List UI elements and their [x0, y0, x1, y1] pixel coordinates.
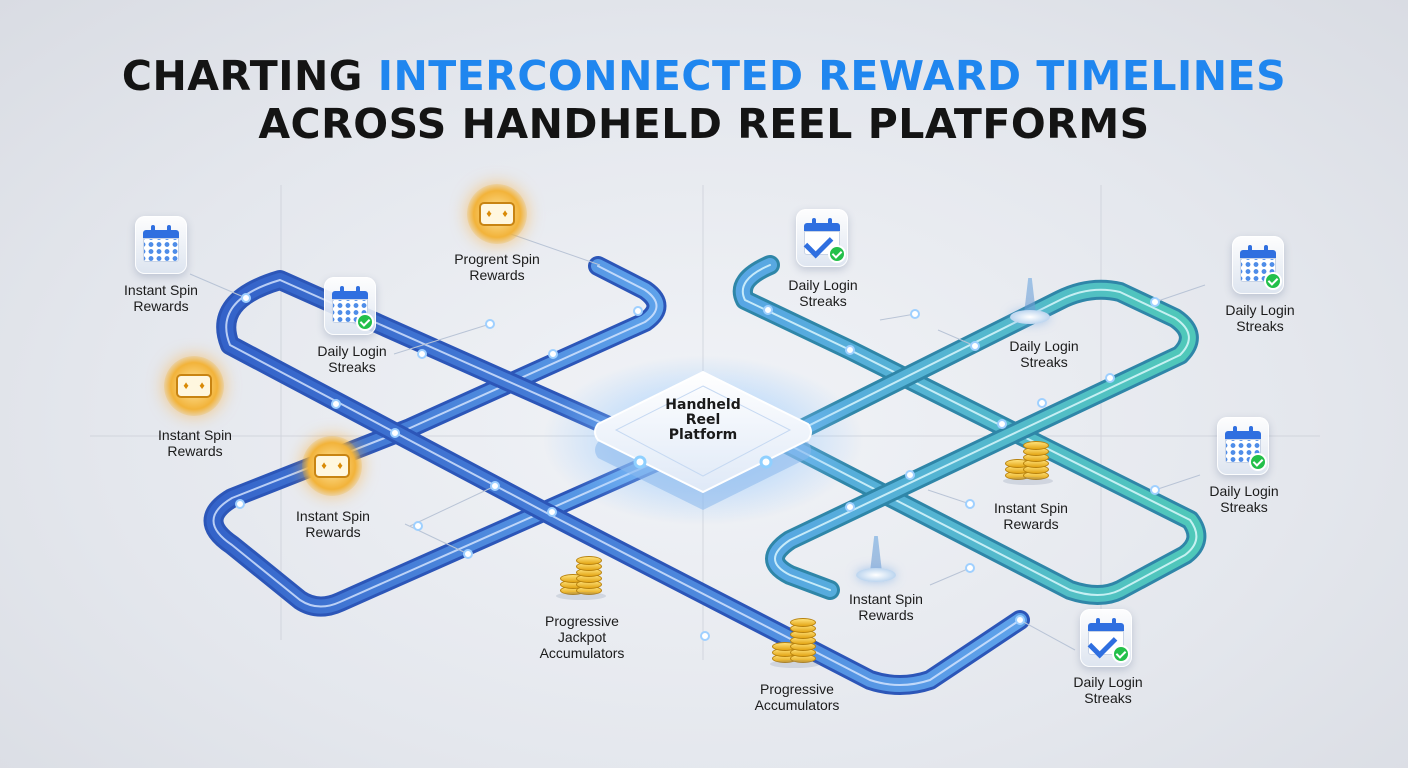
calendar-check-icon	[1232, 236, 1284, 294]
track-dot	[1105, 373, 1115, 383]
calendar-check-icon	[796, 209, 848, 267]
slot-reel-icon: ♦♦	[164, 356, 224, 416]
left-track-group	[203, 256, 1030, 695]
hub-label-line: Handheld	[665, 397, 741, 413]
track-dot	[548, 349, 558, 359]
track-dot	[700, 631, 710, 641]
title-part-1: CHARTING	[121, 52, 378, 100]
track-dot	[390, 428, 400, 438]
track-dot	[1150, 485, 1160, 495]
calendar-check-icon	[324, 277, 376, 335]
track-dot	[413, 521, 423, 531]
track-dot	[241, 293, 251, 303]
track-dot	[331, 399, 341, 409]
calendar-check-icon	[1217, 417, 1269, 475]
track-dot	[965, 499, 975, 509]
track-dot	[1037, 398, 1047, 408]
track-dot	[845, 502, 855, 512]
track-dot	[485, 319, 495, 329]
title-line-1: CHARTING INTERCONNECTED REWARD TIMELINES	[0, 56, 1408, 97]
title-line-2: ACROSS HANDHELD REEL PLATFORMS	[258, 100, 1150, 148]
track-dot	[970, 341, 980, 351]
beacon-icon	[1010, 272, 1050, 328]
hub-label-line: Platform	[668, 427, 738, 443]
hub-label: Handheld Reel Platform	[628, 398, 778, 443]
track-dot	[417, 349, 427, 359]
track-dot	[463, 549, 473, 559]
track-dot	[965, 563, 975, 573]
track-dot	[845, 345, 855, 355]
track-dot	[235, 499, 245, 509]
coin-stack-icon	[770, 618, 820, 668]
track-dot	[490, 481, 500, 491]
track-dot	[997, 419, 1007, 429]
slot-reel-icon: ♦♦	[467, 184, 527, 244]
track-dot	[547, 507, 557, 517]
right-track-group	[732, 255, 1207, 605]
track-dots	[235, 293, 1160, 641]
track-dot	[763, 305, 773, 315]
coin-stack-icon	[1003, 435, 1053, 485]
beacon-icon	[856, 530, 896, 586]
track-dot	[1015, 615, 1025, 625]
track-dot	[905, 470, 915, 480]
central-hub	[543, 355, 863, 525]
hub-label-line: Reel	[685, 412, 721, 428]
calendar-check-icon	[1080, 609, 1132, 667]
track-dot	[910, 309, 920, 319]
calendar-icon	[135, 216, 187, 274]
track-dot	[633, 306, 643, 316]
title-part-2-accent: INTERCONNECTED REWARD TIMELINES	[377, 52, 1287, 100]
coin-stack-icon	[556, 550, 606, 600]
slot-reel-icon: ♦♦	[302, 436, 362, 496]
track-dot	[1150, 297, 1160, 307]
